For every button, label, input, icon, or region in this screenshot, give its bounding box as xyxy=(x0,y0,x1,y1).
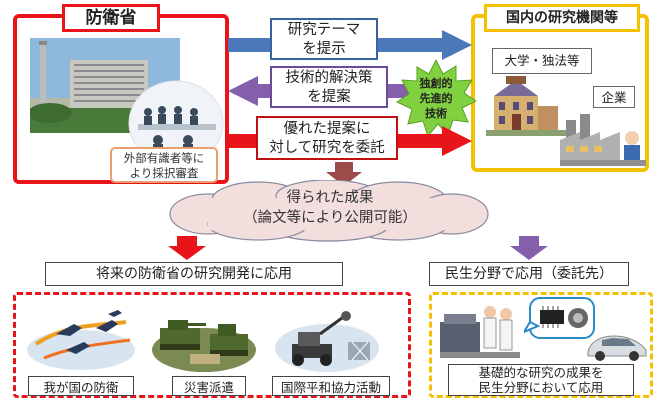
civil-down-arrow xyxy=(510,236,548,260)
theme-line2: を提示 xyxy=(302,41,346,57)
defense-item-1: 我が国の防衛 xyxy=(28,376,134,396)
solution-line2: を提案 xyxy=(307,89,351,105)
research-institutions-title-text: 国内の研究機関等 xyxy=(506,10,618,26)
result-line1: 得られた成果 xyxy=(286,190,374,206)
defense-jets-image xyxy=(27,310,135,370)
theme-box: 研究テーマ を提示 xyxy=(270,18,378,60)
civil-use-header-text: 民生分野で応用（委託先） xyxy=(445,266,613,282)
result-text: 得られた成果 （論文等により公開可能） xyxy=(190,185,470,235)
car-image xyxy=(587,335,647,361)
university-label-text: 大学・独法等 xyxy=(504,53,580,68)
company-label: 企業 xyxy=(593,86,635,108)
review-caption-line1: 外部有識者等に xyxy=(123,151,205,165)
commission-line1: 優れた提案に xyxy=(283,121,371,137)
peacekeeping-robot-image xyxy=(275,311,379,372)
civil-body-line1: 基礎的な研究の成果を xyxy=(478,365,604,380)
civil-body-text: 基礎的な研究の成果を 民生分野において応用 xyxy=(448,364,634,396)
defense-use-header-text: 将来の防衛省の研究開発に応用 xyxy=(96,266,292,282)
theme-line1: 研究テーマ xyxy=(287,22,361,38)
university-label: 大学・独法等 xyxy=(492,48,592,74)
innovative-tech-starburst xyxy=(396,60,476,138)
defense-ministry-title-text: 防衛省 xyxy=(85,8,137,28)
review-caption-line2: より採択審査 xyxy=(129,166,199,180)
review-caption: 外部有識者等に より採択審査 xyxy=(110,147,218,183)
commission-box: 優れた提案に 対して研究を委託 xyxy=(256,116,398,160)
defense-item-1-text: 我が国の防衛 xyxy=(43,380,119,395)
factory-icon xyxy=(560,114,646,166)
solution-line1: 技術的解決策 xyxy=(285,70,373,86)
solution-box: 技術的解決策 を提案 xyxy=(270,66,388,108)
result-down-arrow xyxy=(326,162,362,186)
defense-item-2-text: 災害派遣 xyxy=(183,380,234,395)
innovative-tech-text: 独創的 先進的 技術 xyxy=(412,76,460,124)
result-line2: （論文等により公開可能） xyxy=(243,210,417,226)
starburst-line1: 独創的 xyxy=(419,77,453,90)
commission-line2: 対して研究を委託 xyxy=(269,140,385,156)
result-cloud xyxy=(169,180,489,242)
company-label-text: 企業 xyxy=(601,90,627,105)
civil-use-header: 民生分野で応用（委託先） xyxy=(429,262,629,286)
disaster-relief-image xyxy=(152,320,256,372)
research-institutions-title: 国内の研究機関等 xyxy=(484,4,640,32)
civil-body-line2: 民生分野において応用 xyxy=(478,380,604,395)
defense-ministry-title: 防衛省 xyxy=(62,4,160,32)
researchers-image xyxy=(440,306,520,358)
starburst-line2: 先進的 xyxy=(419,92,453,105)
chip-callout xyxy=(524,297,595,339)
starburst-line3: 技術 xyxy=(425,107,447,120)
defense-item-2: 災害派遣 xyxy=(172,376,246,396)
university-building-icon xyxy=(486,76,566,136)
defense-use-header: 将来の防衛省の研究開発に応用 xyxy=(45,262,343,286)
defense-item-3-text: 国際平和協力活動 xyxy=(280,380,381,395)
defense-item-3: 国際平和協力活動 xyxy=(272,376,390,396)
defense-down-arrow xyxy=(168,236,206,260)
